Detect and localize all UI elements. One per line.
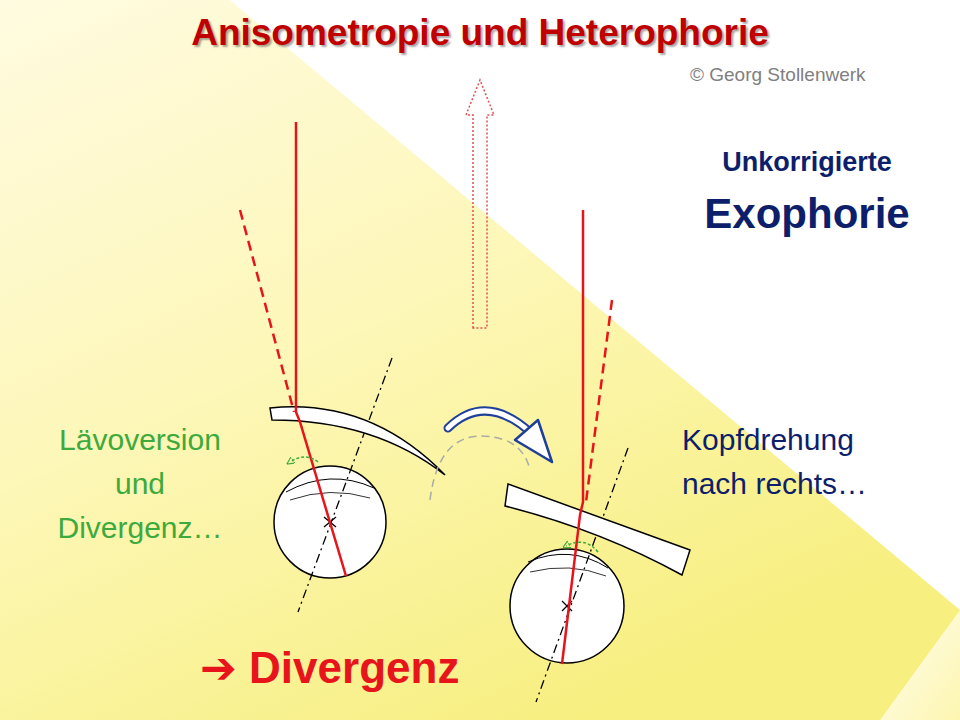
copyright-note: © Georg Stollenwerk xyxy=(690,64,952,86)
left-lens-eye xyxy=(290,492,370,500)
heading-large: Exophorie xyxy=(659,190,955,238)
right-spectacle-lens xyxy=(505,484,690,575)
left-cornea xyxy=(286,479,374,492)
right-cornea xyxy=(528,554,608,568)
left-ray xyxy=(296,122,346,576)
heading-small: Unkorrigierte xyxy=(659,147,955,178)
right-eye xyxy=(510,549,624,663)
result-text: ➔ Divergenz xyxy=(200,642,530,693)
rotation-arrow xyxy=(290,457,318,462)
rotation-arrow-fill xyxy=(448,411,530,432)
rotation-arrow-outline xyxy=(448,411,530,432)
right-ray xyxy=(562,210,583,664)
rotation-arrow xyxy=(566,542,598,552)
corner-band xyxy=(880,610,960,720)
rotation-path xyxy=(430,436,530,500)
right-ray-dashed xyxy=(586,300,612,502)
left-spectacle-lens xyxy=(270,407,445,475)
side-note: Kopfdrehung nach rechts… xyxy=(682,418,912,506)
left-ray-dashed xyxy=(240,210,294,412)
direction-arrow xyxy=(466,80,494,328)
side-note: Lävoversion und Divergenz… xyxy=(40,418,240,550)
rotation-arrowhead xyxy=(515,420,552,462)
right-lens-eye xyxy=(530,568,606,576)
slide-title: Anisometropie und Heterophorie xyxy=(0,12,960,54)
